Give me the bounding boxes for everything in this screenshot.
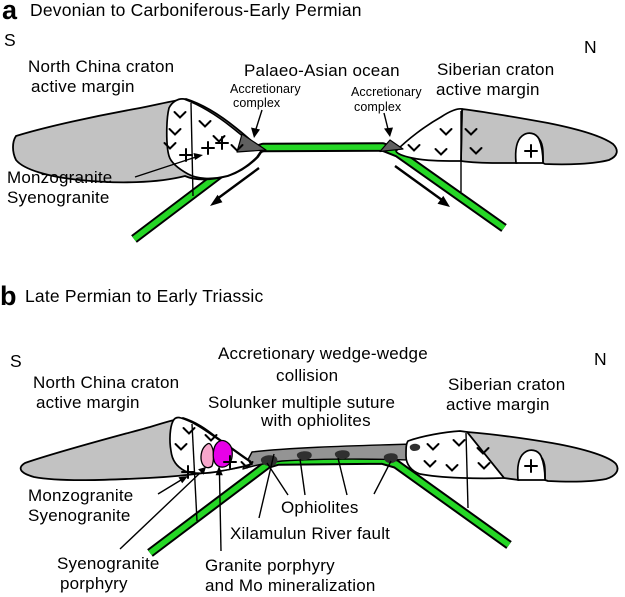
label-siberian-a-line2: active margin [436,80,540,99]
panel-a-title: Devonian to Carboniferous-Early Permian [30,0,362,20]
granite-porphyry-leader [215,466,223,552]
label-ncc-b-line1: North China craton [33,373,179,392]
subduction-arrow-right-a [394,165,450,207]
monzogranite-arrow-b [157,476,188,495]
ophiolite-blob [296,451,312,461]
label-palaeo-asian-ocean: Palaeo-Asian ocean [244,61,400,80]
label-acc-left-line1: Accretionary [230,82,301,96]
label-collision-line2: collision [276,366,338,385]
acc-complex-left-arrow [251,109,263,138]
label-siberian-a-line1: Siberian craton [437,60,554,79]
label-suture-line1: Solunker multiple suture [208,393,395,412]
label-syenogranite-a: Syenogranite [7,188,110,207]
arc-fault-right-b [465,432,469,509]
panel-b: b Late Permian to Early Triassic S N Nor… [0,281,619,595]
label-ncc-a-line1: North China craton [28,57,174,76]
label-syenogranite-porphyry-line1: Syenogranite [57,554,160,573]
label-ophiolites: Ophiolites [281,498,359,517]
panel-a: a Devonian to Carboniferous-Early Permia… [2,0,618,243]
label-granite-porphyry-line2: and Mo mineralization [205,576,376,595]
label-syenogranite-b: Syenogranite [28,506,131,525]
compass-north-b: N [594,349,607,369]
label-siberian-b-line2: active margin [446,395,550,414]
accretionary-wedge-right-a [379,139,404,153]
panel-b-letter: b [0,281,17,311]
xilamulun-fault-leader [258,453,275,519]
label-xilamulun-fault: Xilamulun River fault [230,524,390,543]
monzogranite-arrow-a [134,153,203,178]
arc-fault-left-a [190,102,194,197]
compass-south-b: S [10,351,22,371]
label-acc-right-line1: Accretionary [351,85,422,99]
accretionary-wedge-left-a [236,133,267,153]
label-acc-left-line2: complex [233,96,281,110]
syenogranite-porphyry-leader [119,467,206,550]
ophiolite-blob [334,450,350,460]
ophiolite-blob [383,453,398,464]
ophiolite-bodies [260,443,421,467]
acc-complex-right-arrow [383,112,393,137]
subduction-arrow-left-a [210,167,260,206]
compass-north-a: N [584,37,597,57]
label-syenogranite-porphyry-line2: porphyry [60,574,128,593]
compass-south-a: S [4,30,16,50]
label-acc-right-line2: complex [354,100,402,114]
label-ncc-b-line2: active margin [36,393,140,412]
label-suture-line2: with ophiolites [260,411,371,430]
label-monzogranite-a: Monzogranite [7,168,112,187]
syenogranite-porphyry-body [200,442,215,469]
label-collision-line1: Accretionary wedge-wedge [218,344,428,363]
ophiolite-blob [409,443,421,451]
oceanic-slab-b [147,455,512,557]
label-granite-porphyry-line1: Granite porphyry [205,556,335,575]
label-ncc-a-line2: active margin [31,77,135,96]
panel-a-letter: a [2,0,18,25]
panel-b-title: Late Permian to Early Triassic [25,286,263,306]
siberian-volcanic-arc-a [395,107,463,162]
label-siberian-b-line1: Siberian craton [448,375,565,394]
label-monzogranite-b: Monzogranite [28,486,133,505]
siberian-granite-finger-a [514,132,544,164]
